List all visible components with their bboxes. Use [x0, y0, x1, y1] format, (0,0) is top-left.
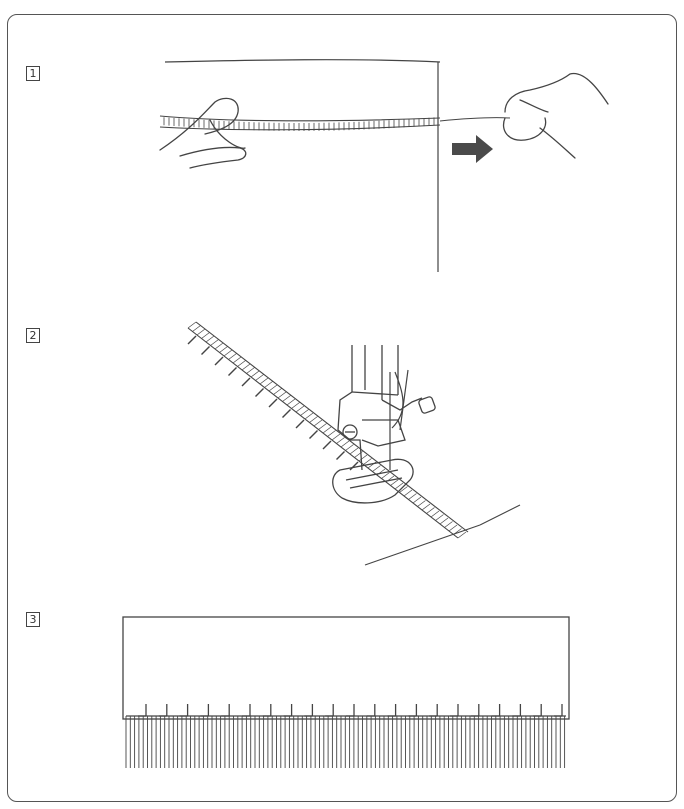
- strip-tick: [259, 377, 269, 385]
- instruction-frame: [7, 14, 677, 802]
- strip-tick: [403, 489, 413, 497]
- strip-tick: [250, 370, 260, 378]
- strip-tick: [345, 444, 354, 451]
- strip-tick: [358, 454, 368, 462]
- strip-tick: [264, 381, 273, 388]
- step-1-label: 1: [26, 66, 40, 81]
- strip-tick: [241, 363, 251, 371]
- strip-tick: [237, 360, 246, 367]
- strip-tick: [210, 339, 219, 346]
- strip-tick: [349, 447, 359, 455]
- strip-tick: [282, 395, 291, 402]
- strip-tick: [246, 367, 255, 374]
- stitch-mark: [214, 356, 224, 366]
- fabric-icon: [122, 616, 570, 720]
- strip-tick: [430, 510, 440, 518]
- stitch-mark: [309, 430, 318, 439]
- strip-tick: [394, 482, 404, 490]
- strip-tick: [268, 384, 278, 392]
- strip-tick: [444, 521, 453, 528]
- strip-tick: [273, 388, 282, 395]
- strip-tick: [304, 412, 314, 420]
- step-3-label: 3: [26, 612, 40, 627]
- strip-tick: [291, 402, 300, 409]
- strip-tick: [336, 437, 345, 444]
- strip-tick: [457, 531, 467, 539]
- strip-tick: [201, 332, 210, 339]
- stitch-mark: [255, 388, 264, 397]
- stitch-mark: [201, 346, 210, 355]
- strip-tick: [228, 353, 237, 360]
- fabric-edge: [164, 59, 441, 63]
- strip-tick: [286, 398, 296, 406]
- strip-tick: [426, 507, 435, 514]
- strip-tick: [223, 349, 233, 357]
- stitch-mark: [336, 451, 345, 460]
- stitch-marks: [138, 704, 563, 717]
- stitch-mark: [295, 419, 305, 429]
- stitch-mark: [322, 440, 332, 450]
- strip-tick: [192, 325, 201, 332]
- strip-tick: [331, 433, 341, 441]
- strip-tick: [435, 514, 444, 521]
- stitch-mark: [282, 409, 291, 418]
- strip-tick: [417, 500, 426, 507]
- strip-tick: [214, 342, 224, 350]
- strip-tick: [448, 524, 458, 532]
- stitch-mark: [268, 398, 278, 408]
- strip-tick: [372, 465, 381, 472]
- strip-tick: [322, 426, 332, 434]
- strip-tick: [295, 405, 305, 413]
- strip-tick: [277, 391, 287, 399]
- strip-tick: [408, 493, 417, 500]
- strip-tick: [232, 356, 242, 364]
- strip-tick: [412, 496, 422, 504]
- strip-tick: [318, 423, 327, 430]
- strip-tick: [205, 335, 215, 343]
- needle-icon: [389, 369, 409, 470]
- strip-tick: [390, 479, 399, 486]
- strip-tick: [300, 409, 309, 416]
- strip-tick: [313, 419, 323, 427]
- strip-tick: [187, 321, 197, 329]
- stitch-mark: [187, 335, 197, 345]
- stitch-mark: [349, 461, 359, 471]
- strip-tick: [363, 458, 372, 465]
- hand-icon: [159, 97, 247, 169]
- strip-tick: [421, 503, 431, 511]
- strip-tick: [327, 430, 336, 437]
- fabric-icon: [364, 504, 521, 566]
- strip-tick: [309, 416, 318, 423]
- tape-stitches: [163, 117, 435, 131]
- strip-tick: [340, 440, 350, 448]
- arrow-right-icon: [452, 135, 493, 163]
- step-2-label: 2: [26, 328, 40, 343]
- stitch-mark: [228, 367, 237, 376]
- strip-tick: [255, 374, 264, 381]
- strip-tick: [381, 472, 390, 479]
- strip-tick: [439, 517, 449, 525]
- fringe-icon: [125, 716, 566, 768]
- strip-tick: [219, 346, 228, 353]
- stitch-mark: [241, 377, 251, 387]
- strip-tick: [196, 328, 206, 336]
- hand-icon: [502, 72, 609, 159]
- stitch-line-icon: [187, 335, 359, 471]
- strip-tick: [399, 486, 408, 493]
